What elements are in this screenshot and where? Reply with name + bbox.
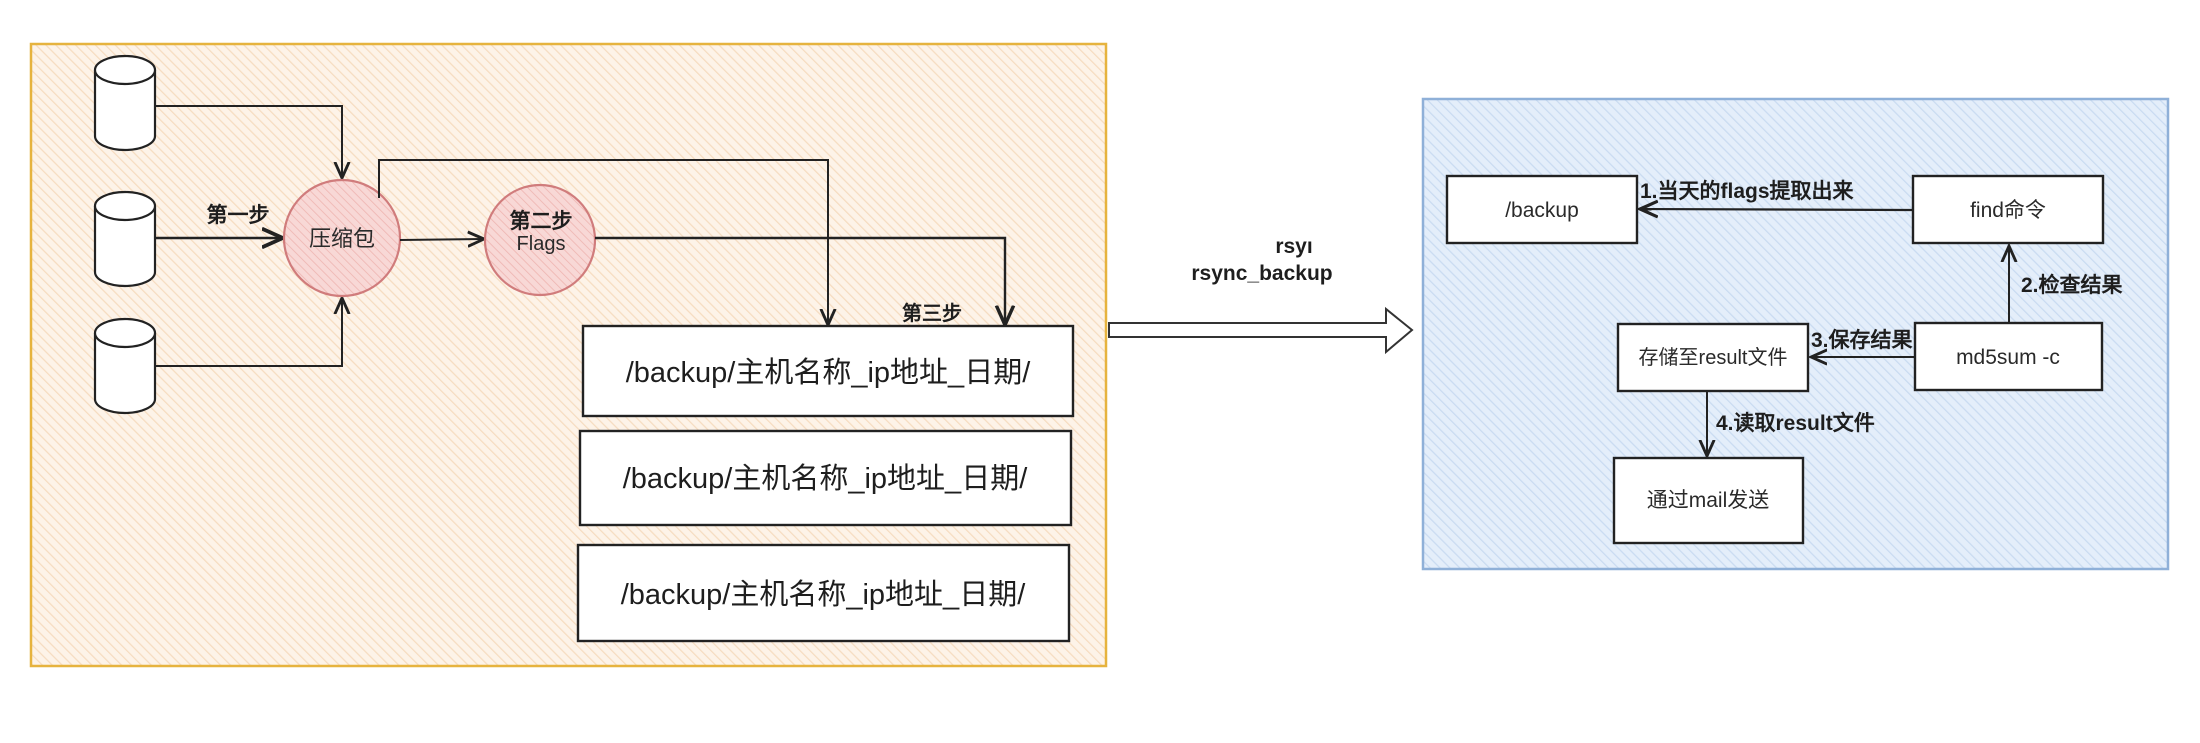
connector-flags-backup: [595, 236, 1005, 325]
edge2-label: 2.检查结果: [2021, 273, 2123, 297]
md5-box[interactable]: md5sum -c: [1913, 321, 2104, 392]
database-icon[interactable]: [93, 317, 157, 415]
mail-box-label: 通过mail发送: [1647, 489, 1770, 512]
store-box[interactable]: 存储至result文件: [1616, 322, 1810, 393]
transfer-label-line2: rsync_backup: [1191, 262, 1332, 285]
backup-dir-box[interactable]: /backup/主机名称_ip地址_日期/: [576, 543, 1071, 643]
store-box-label: 存储至result文件: [1639, 346, 1788, 369]
backup-dir-label: /backup/主机名称_ip地址_日期/: [623, 462, 1028, 495]
step1-label: 第一步: [207, 203, 270, 227]
backup-dir-label: /backup/主机名称_ip地址_日期/: [621, 578, 1026, 611]
backup-dir-box[interactable]: /backup/主机名称_ip地址_日期/: [581, 324, 1075, 418]
backup-box-label: /backup: [1505, 199, 1579, 222]
backup-dir-label: /backup/主机名称_ip地址_日期/: [626, 356, 1031, 389]
flags-node-title: 第二步: [510, 209, 573, 233]
transfer-arrow-icon: [1108, 306, 1414, 355]
backup-dir-box[interactable]: /backup/主机名称_ip地址_日期/: [578, 429, 1073, 527]
flags-node[interactable]: [483, 183, 597, 297]
backup-box[interactable]: /backup: [1445, 174, 1639, 245]
edge1-label: 1.当天的flags提取出来: [1640, 179, 1855, 203]
database-icon[interactable]: [93, 54, 157, 152]
connector-db3-compress: [155, 298, 342, 367]
compress-node[interactable]: [282, 178, 402, 298]
compress-node-label: 压缩包: [309, 226, 375, 251]
connector-compress-backup: [378, 159, 828, 325]
connector-db1-compress: [155, 105, 342, 178]
connector-compress-flags: [399, 239, 484, 240]
mail-box[interactable]: 通过mail发送: [1612, 456, 1805, 545]
edge4-label: 4.读取result文件: [1716, 411, 1875, 435]
step3-label: 第三步: [902, 301, 962, 325]
left-panel: 第一步 压缩包 第二步 Flags 第三步 /backup/主机名称_ip地址_…: [29, 42, 1108, 668]
flags-node-label: Flags: [517, 233, 566, 255]
edge3-label: 3.保存结果: [1811, 328, 1913, 352]
transfer: rsyı rsync_backup: [1108, 235, 1414, 355]
find-box-label: find命令: [1970, 199, 2046, 222]
right-panel: /backup find命令 md5sum -c 存储至result文件 通过m…: [1421, 97, 2170, 571]
find-box[interactable]: find命令: [1911, 174, 2105, 245]
transfer-label-line1: rsyı: [1275, 235, 1312, 258]
edge-find-backup: [1640, 209, 1914, 210]
md5-box-label: md5sum -c: [1956, 346, 2060, 369]
database-icon[interactable]: [93, 190, 157, 288]
